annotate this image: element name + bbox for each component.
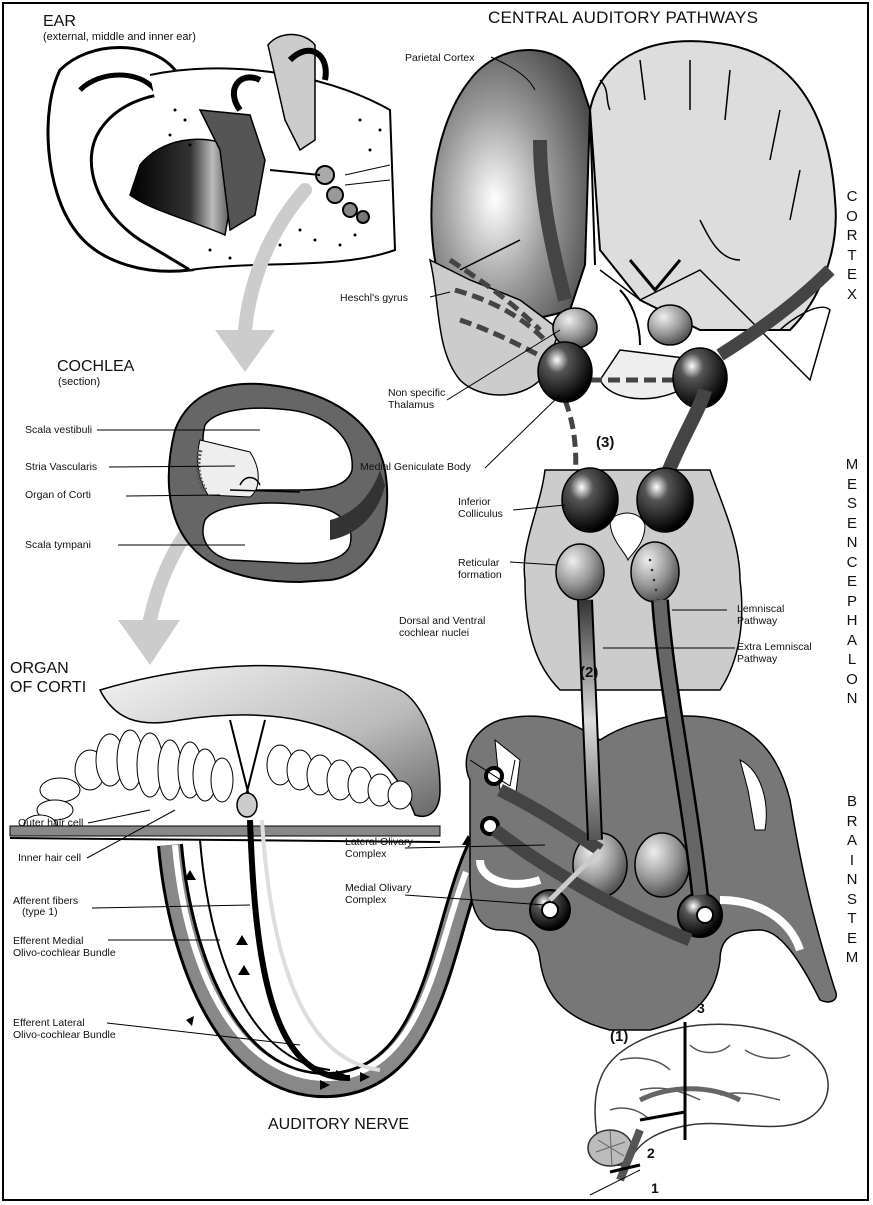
- side-letter: S: [842, 890, 862, 910]
- label-outer-hair-cell: Outer hair cell: [18, 817, 83, 829]
- label-scala-tympani: Scala tympani: [25, 539, 91, 551]
- side-letter: X: [842, 285, 862, 305]
- mesencephalon-section: [524, 468, 742, 690]
- label-cochlear-nuclei-2: cochlear nuclei: [399, 627, 469, 639]
- label-efferent-medial-2: Olivo-cochlear Bundle: [13, 947, 116, 959]
- label-scala-vestibuli: Scala vestibuli: [25, 424, 92, 436]
- organ-title-line2: OF CORTI: [10, 678, 86, 697]
- side-letter: N: [842, 870, 862, 890]
- inset-brain-sagittal: [588, 1022, 828, 1195]
- cortex-coronal-section: [430, 41, 836, 399]
- side-letter: L: [842, 650, 862, 670]
- side-letter: E: [842, 514, 862, 534]
- label-stria-vascularis: Stria Vascularis: [25, 461, 97, 473]
- level-2-label: (2): [580, 664, 598, 681]
- side-letter: N: [842, 689, 862, 709]
- side-letter: E: [842, 475, 862, 495]
- label-lateral-olivary-1: Lateral Olivary: [345, 836, 413, 848]
- label-reticular-1: Reticular: [458, 557, 499, 569]
- label-efferent-lateral-1: Efferent Lateral: [13, 1017, 85, 1029]
- cochlea-subtitle: (section): [58, 376, 100, 388]
- side-letter: E: [842, 572, 862, 592]
- side-letter: S: [842, 494, 862, 514]
- label-lemniscal-2: Pathway: [737, 615, 777, 627]
- label-efferent-medial-1: Efferent Medial: [13, 935, 83, 947]
- side-letter: A: [842, 631, 862, 651]
- label-organ-of-corti: Organ of Corti: [25, 489, 91, 501]
- label-extra-lemniscal-2: Pathway: [737, 653, 777, 665]
- label-reticular-2: formation: [458, 569, 502, 581]
- label-medial-olivary-2: Complex: [345, 894, 386, 906]
- organ-title-line1: ORGAN: [10, 659, 69, 678]
- inset-number-1: 1: [651, 1180, 659, 1196]
- label-extra-lemniscal-1: Extra Lemniscal: [737, 641, 812, 653]
- label-heschls-gyrus: Heschl's gyrus: [340, 292, 408, 304]
- side-letter: R: [842, 226, 862, 246]
- side-letter: E: [842, 929, 862, 949]
- side-letter: E: [842, 265, 862, 285]
- ear-illustration: [48, 34, 395, 271]
- label-efferent-lateral-2: Olivo-cochlear Bundle: [13, 1029, 116, 1041]
- label-nonspecific-1: Non specific: [388, 387, 445, 399]
- side-letter: C: [842, 187, 862, 207]
- side-letter: P: [842, 592, 862, 612]
- label-afferent-fibers-2: (type 1): [22, 906, 58, 918]
- level-3-label: (3): [596, 434, 614, 451]
- label-medial-olivary-1: Medial Olivary: [345, 882, 412, 894]
- label-medial-geniculate-body: Medial Geniculate Body: [360, 461, 471, 473]
- side-letter: H: [842, 611, 862, 631]
- inset-number-2: 2: [647, 1145, 655, 1161]
- label-inner-hair-cell: Inner hair cell: [18, 852, 81, 864]
- side-letter: T: [842, 246, 862, 266]
- label-nonspecific-2: Thalamus: [388, 399, 434, 411]
- level-1-label: (1): [610, 1028, 628, 1045]
- label-lemniscal-1: Lemniscal: [737, 603, 784, 615]
- side-letter: M: [842, 455, 862, 475]
- label-inferior-colliculus-2: Colliculus: [458, 508, 503, 520]
- side-letter: B: [842, 792, 862, 812]
- label-cochlear-nuclei-1: Dorsal and Ventral: [399, 615, 485, 627]
- side-letter: O: [842, 670, 862, 690]
- auditory-nerve-label: AUDITORY NERVE: [268, 1115, 409, 1134]
- side-letter: O: [842, 207, 862, 227]
- ear-title: EAR: [43, 12, 76, 31]
- label-parietal-cortex: Parietal Cortex: [405, 52, 474, 64]
- label-inferior-colliculus-1: Inferior: [458, 496, 491, 508]
- cochlea-section: [169, 384, 387, 582]
- side-letter: A: [842, 831, 862, 851]
- side-letter: T: [842, 909, 862, 929]
- diagram-title: CENTRAL AUDITORY PATHWAYS: [488, 8, 758, 28]
- ear-subtitle: (external, middle and inner ear): [43, 31, 196, 43]
- side-letter: M: [842, 948, 862, 968]
- brainstem-section: [466, 716, 836, 1030]
- side-letter: R: [842, 812, 862, 832]
- side-letter: C: [842, 553, 862, 573]
- side-letter: N: [842, 533, 862, 553]
- side-letter: I: [842, 851, 862, 871]
- cochlea-title: COCHLEA: [57, 357, 134, 376]
- label-lateral-olivary-2: Complex: [345, 848, 386, 860]
- inset-number-3: 3: [697, 1000, 705, 1016]
